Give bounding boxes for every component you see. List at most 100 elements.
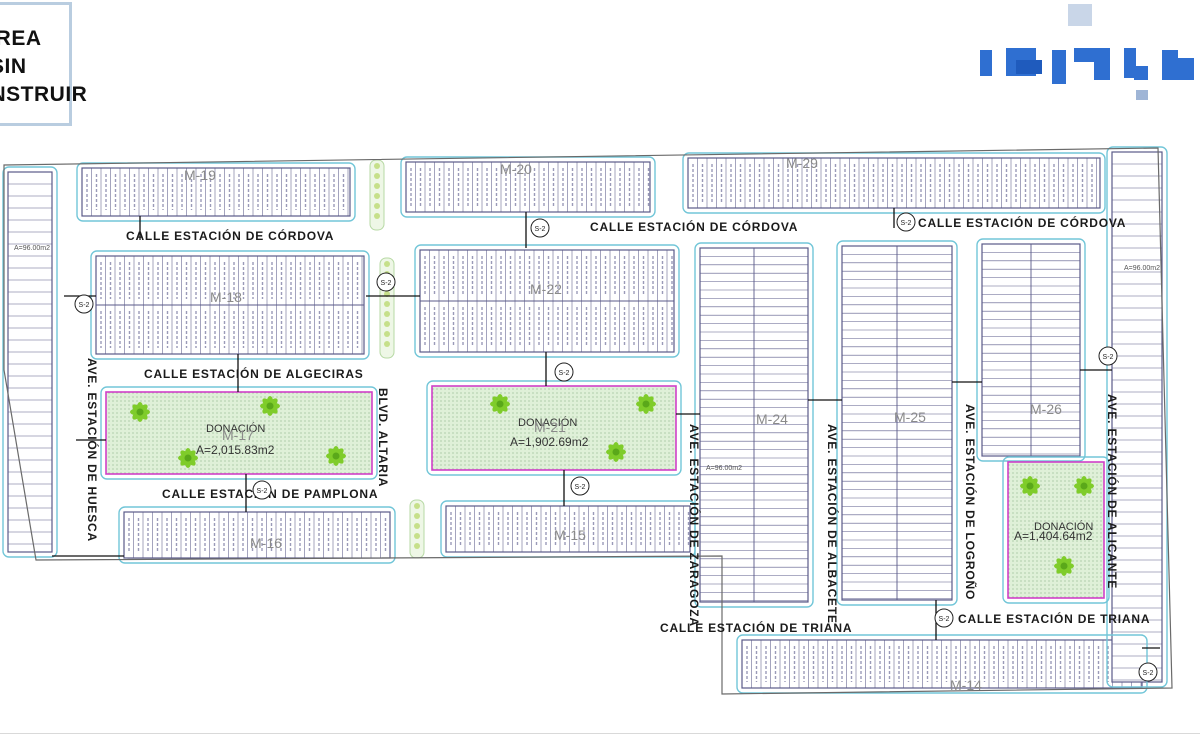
section-marker-icon: S-2 (530, 218, 550, 238)
block-outline (414, 244, 680, 358)
donation-outline (426, 380, 682, 476)
donation-area (105, 391, 373, 475)
marker-circle (570, 476, 590, 496)
donation-label-3: DONACIÓN (1034, 520, 1093, 533)
shrub (374, 193, 380, 199)
street-cordova-3: CALLE ESTACIÓN DE CÓRDOVA (918, 215, 1126, 230)
site-boundary (3, 147, 1173, 695)
section-marker-icon: S-2 (1138, 662, 1158, 682)
block (1111, 151, 1163, 683)
street-triana-2: CALLE ESTACIÓN DE TRIANA (958, 611, 1150, 626)
block-outline (1106, 146, 1168, 688)
section-marker-icon: S-2 (252, 480, 272, 500)
donation-area (431, 385, 677, 471)
donation-outline (100, 386, 378, 480)
section-marker-label: S-2 (381, 280, 392, 287)
section-marker-label: S-2 (939, 616, 950, 623)
section-marker-icon: S-2 (74, 294, 94, 314)
shrub (414, 523, 420, 529)
manzana-label: M-16 (250, 535, 282, 551)
marker-circle (252, 480, 272, 500)
tree-icon (178, 448, 198, 468)
shrub (414, 513, 420, 519)
tree-core (496, 400, 504, 408)
tree-core (642, 400, 650, 408)
tree-icon (490, 394, 510, 414)
block (687, 157, 1101, 209)
tree-core (184, 454, 192, 462)
legend-line-2: SIN (0, 55, 27, 78)
tree-core (1060, 562, 1068, 570)
street-albacete: AVE. ESTACIÓN DE ALBACETE (825, 424, 840, 624)
manzana-label: M-24 (756, 411, 788, 427)
street-triana-1: CALLE ESTACIÓN DE TRIANA (660, 620, 852, 635)
marker-circle (74, 294, 94, 314)
tree-icon (1054, 556, 1074, 576)
shrub (374, 183, 380, 189)
section-marker-icon: S-2 (554, 362, 574, 382)
shrub (374, 173, 380, 179)
section-marker-label: S-2 (535, 226, 546, 233)
donation-outline (1002, 456, 1110, 604)
manzana-label: M-20 (500, 161, 532, 177)
legend-box: ÁREA SIN CONSTRUIR (0, 2, 87, 126)
section-marker-icon: S-2 (896, 212, 916, 232)
block (7, 171, 53, 553)
section-marker-label: S-2 (559, 370, 570, 377)
manzana-label: M-26 (1030, 401, 1062, 417)
street-algeciras: CALLE ESTACIÓN DE ALGECIRAS (144, 366, 364, 381)
manzana-label: M-18 (210, 289, 242, 305)
section-marker-icon: S-2 (570, 476, 590, 496)
street-altaria: BLVD. ALTARIA (376, 388, 390, 487)
section-marker-label: S-2 (257, 488, 268, 495)
section-marker-label: S-2 (79, 302, 90, 309)
manzana-label: M-29 (786, 155, 818, 171)
section-marker-icon: S-2 (1098, 346, 1118, 366)
tree-icon (636, 394, 656, 414)
donation-label-1: DONACIÓN (206, 422, 265, 435)
donation-area-3: A=1,404.64m2 (1014, 529, 1093, 543)
block-outline (76, 162, 356, 222)
shrub (384, 331, 390, 337)
donation-label-2: DONACIÓN (518, 416, 577, 429)
block (445, 505, 691, 553)
section-marker-icon: S-2 (376, 272, 396, 292)
legend-line-1: ÁREA (0, 27, 42, 50)
tree-core (266, 402, 274, 410)
manzana-label: M-21 (534, 419, 566, 435)
shrub (414, 503, 420, 509)
pixelated-logo (980, 4, 1194, 100)
tree-core (332, 452, 340, 460)
shrub (374, 163, 380, 169)
section-marker-icon: S-2 (934, 608, 954, 628)
shrub (414, 543, 420, 549)
lot-area-label: A=96.00m2 (1124, 265, 1160, 272)
manzana-label: M-22 (530, 281, 562, 297)
block (741, 639, 1143, 689)
street-cordova-1: CALLE ESTACIÓN DE CÓRDOVA (126, 228, 334, 243)
marker-circle (554, 362, 574, 382)
lot-area-label: A=96.00m2 (706, 465, 742, 472)
tree-icon (130, 402, 150, 422)
shrub (384, 311, 390, 317)
tree-core (1080, 482, 1088, 490)
manzana-label: M-14 (950, 677, 982, 693)
lot-area-label: A=96.00m2 (14, 245, 50, 252)
marker-circle (934, 608, 954, 628)
donation-area-1: A=2,015.83m2 (196, 443, 275, 457)
block-outline (836, 240, 958, 606)
bottom-divider (0, 733, 1200, 734)
tree-icon (1020, 476, 1040, 496)
donation-area-2: A=1,902.69m2 (510, 435, 589, 449)
shrub (384, 301, 390, 307)
section-marker-label: S-2 (575, 484, 586, 491)
marker-circle (530, 218, 550, 238)
section-marker-label: S-2 (901, 220, 912, 227)
street-logrono: AVE. ESTACIÓN DE LOGROÑO (963, 404, 978, 600)
marker-circle (1138, 662, 1158, 682)
tree-icon (1074, 476, 1094, 496)
block-outline (976, 238, 1086, 462)
marker-circle (1098, 346, 1118, 366)
section-marker-label: S-2 (1143, 670, 1154, 677)
shrub (374, 203, 380, 209)
